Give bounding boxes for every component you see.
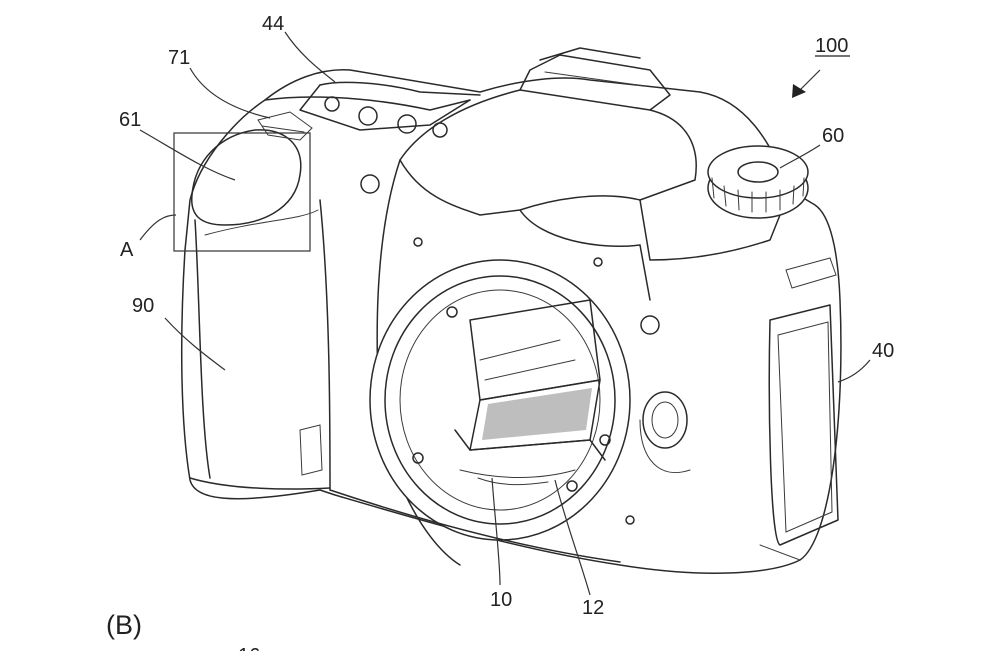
arrow-100 (797, 69, 821, 93)
leader-40 (837, 359, 871, 383)
label-60: 60 (822, 125, 844, 147)
label-40: 40 (872, 340, 894, 362)
leader-61 (139, 129, 236, 181)
leader-71 (189, 67, 271, 119)
leader-12 (554, 479, 591, 596)
leader-44 (284, 31, 336, 83)
leader-90 (164, 317, 226, 371)
label-16: 16 (238, 645, 260, 651)
leader-10 (491, 477, 501, 586)
label-100: 100 (815, 35, 848, 57)
label-A: A (120, 239, 134, 261)
leader-lines (139, 31, 871, 596)
label-71: 71 (168, 47, 190, 69)
leader-A (139, 214, 177, 241)
label-44: 44 (262, 13, 284, 35)
leader-60 (779, 144, 821, 169)
label-90: 90 (132, 295, 154, 317)
panel-label: (B) (106, 610, 142, 640)
label-12: 12 (582, 597, 604, 619)
label-10: 10 (490, 589, 512, 611)
camera-body (173, 47, 842, 574)
arrowhead-100 (792, 84, 806, 98)
label-61: 61 (119, 109, 141, 131)
reference-labels: 100 44 71 61 60 A 90 40 10 12 16 (B) (106, 13, 894, 651)
